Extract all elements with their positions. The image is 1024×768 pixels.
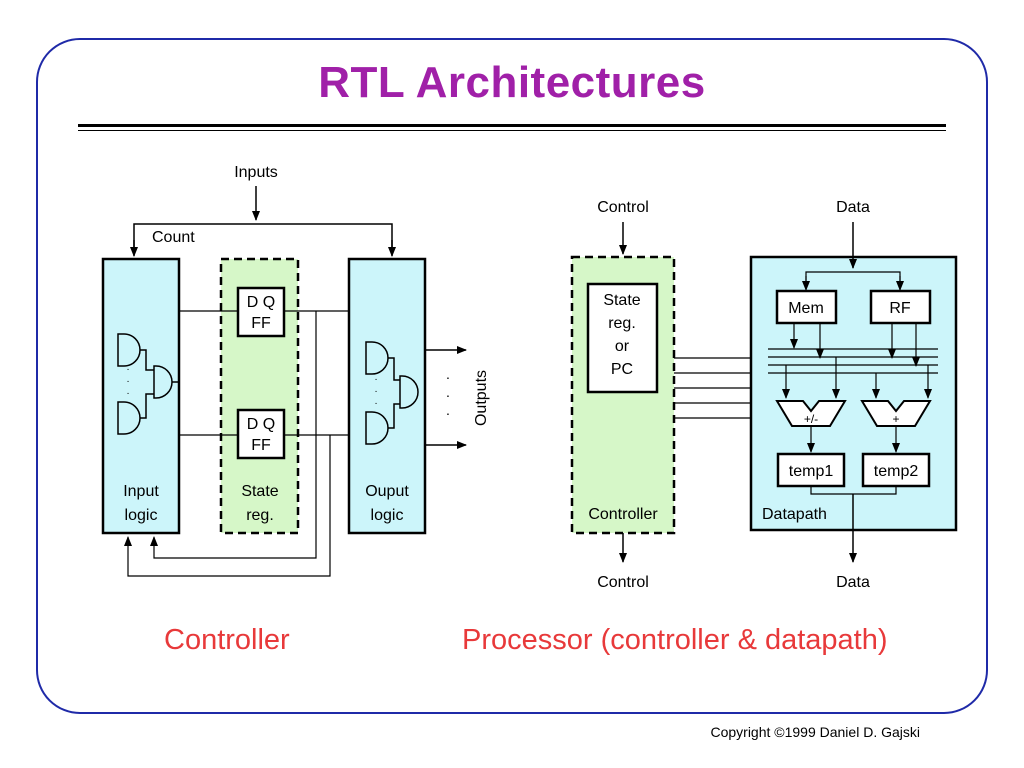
svg-text:·: · — [374, 398, 377, 409]
input-logic-gates — [117, 333, 179, 435]
feedback-wire-2 — [124, 435, 331, 577]
output-logic-line1: Ouput — [365, 483, 409, 500]
flipflop-bottom-line2: FF — [251, 437, 271, 454]
state-reg-pc-line1: State — [603, 292, 640, 309]
data-in-label: Data — [836, 199, 870, 216]
flipflop-top — [236, 286, 286, 338]
datapath-internal-bus — [768, 348, 938, 374]
data-out-label: Data — [836, 574, 870, 591]
outputs-label: Outputs — [473, 370, 490, 426]
svg-text:·: · — [374, 374, 377, 385]
outputs-dots: · — [446, 369, 451, 385]
svg-text:·: · — [126, 388, 129, 399]
input-logic-line2: logic — [125, 507, 158, 524]
caption-controller: Controller — [164, 624, 290, 656]
input-logic-dots: · — [126, 364, 129, 375]
output-logic-gates — [365, 341, 419, 445]
temp2-label: temp2 — [874, 463, 919, 480]
state-reg-pc-line2: reg. — [608, 315, 636, 332]
feedback-wire-1 — [150, 311, 317, 559]
control-in-label: Control — [597, 199, 649, 216]
mem-label: Mem — [788, 300, 824, 317]
svg-text:·: · — [446, 387, 451, 403]
control-out-label: Control — [597, 574, 649, 591]
inputs-bus — [133, 223, 393, 254]
svg-text:·: · — [374, 386, 377, 397]
svg-text:·: · — [446, 405, 451, 421]
state-reg-line2: reg. — [246, 507, 274, 524]
controller-diagram: Inputs Count Input logic · · · State reg… — [101, 164, 490, 577]
output-logic-line2: logic — [371, 507, 404, 524]
datapath-label: Datapath — [762, 506, 827, 523]
svg-text:·: · — [126, 376, 129, 387]
count-label: Count — [152, 229, 195, 246]
mem-rf-outputs — [790, 323, 920, 367]
flipflop-bottom-line1: D Q — [247, 416, 275, 433]
input-logic-line1: Input — [123, 483, 159, 500]
title-rule-thin — [78, 130, 946, 131]
inputs-label: Inputs — [234, 164, 278, 181]
title-rule-thick — [78, 124, 946, 127]
rf-label: RF — [889, 300, 911, 317]
state-reg-pc-line4: PC — [611, 361, 633, 378]
copyright-notice: Copyright ©1999 Daniel D. Gajski — [710, 724, 920, 740]
processor-diagram: Control Controller State reg. or PC Cont… — [570, 199, 958, 591]
alu1-label: +/- — [804, 412, 818, 426]
flipflop-top-line1: D Q — [247, 294, 275, 311]
state-reg-pc-box — [586, 282, 659, 394]
rf-box — [869, 289, 932, 325]
alu2-label: + — [892, 412, 899, 426]
output-logic-box — [347, 257, 427, 535]
flipflop-top-line2: FF — [251, 315, 271, 332]
controller-label: Controller — [588, 506, 658, 523]
slide-title: RTL Architectures — [318, 58, 706, 107]
controller-datapath-bus — [674, 357, 751, 419]
temp1-box — [776, 452, 846, 488]
slide-frame — [36, 38, 988, 714]
alu-addsub — [775, 400, 847, 427]
alu-input-wires — [782, 357, 932, 399]
state-reg-pc-line3: or — [615, 338, 630, 355]
caption-processor: Processor (controller & datapath) — [462, 624, 888, 656]
mem-box — [775, 289, 838, 325]
alu-add — [860, 400, 932, 427]
state-reg-line1: State — [241, 483, 278, 500]
flipflop-bottom — [236, 408, 286, 460]
temp2-box — [861, 452, 931, 488]
temp1-label: temp1 — [789, 463, 834, 480]
input-logic-box — [101, 257, 181, 535]
